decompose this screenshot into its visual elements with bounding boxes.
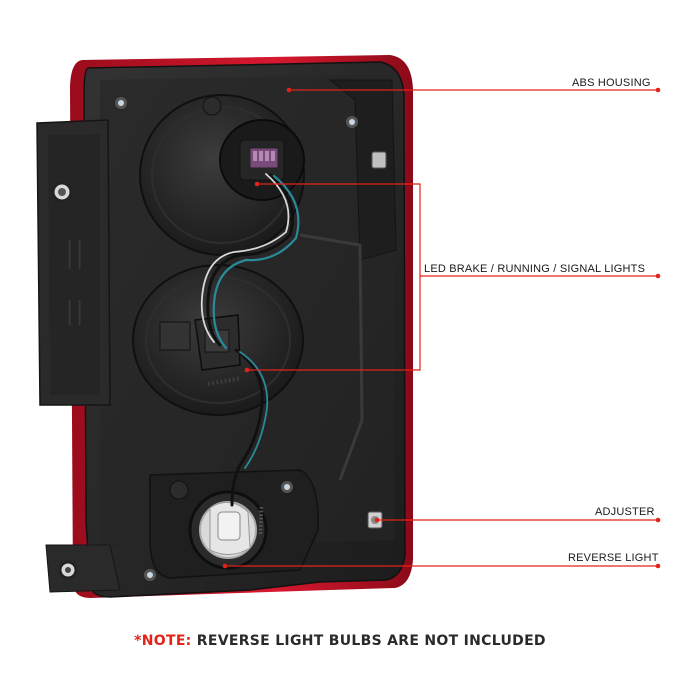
note-text: REVERSE LIGHT BULBS ARE NOT INCLUDED xyxy=(196,633,546,649)
screw-icon xyxy=(346,116,358,128)
wiring-harness xyxy=(200,173,300,507)
svg-text:▬▬▬▬▬▬▬: ▬▬▬▬▬▬▬ xyxy=(76,300,83,326)
screw-icon xyxy=(281,481,293,493)
screw-icon xyxy=(115,97,127,109)
callout-abs-housing: ABS HOUSING xyxy=(572,77,651,89)
reverse-bulb-note: *NOTE: REVERSE LIGHT BULBS ARE NOT INCLU… xyxy=(0,633,680,649)
reverse-light-housing: ▮▮▮▮▮▮▮▮ xyxy=(149,469,319,579)
mounting-screws xyxy=(115,96,358,581)
note-prefix: *NOTE: xyxy=(134,633,192,649)
callout-lines xyxy=(222,87,661,569)
screw-icon xyxy=(144,569,156,581)
svg-text:▬▬▬▬▬▬▬▬: ▬▬▬▬▬▬▬▬ xyxy=(76,240,83,269)
callout-adjuster: ADJUSTER xyxy=(595,506,655,518)
svg-text:▮▮▮▮▮▮▮▮: ▮▮▮▮▮▮▮▮ xyxy=(257,506,265,535)
svg-text:▬▬▬▬▬▬▬: ▬▬▬▬▬▬▬ xyxy=(66,300,73,326)
left-mounting-flange: ▬▬▬▬▬▬▬▬ ▬▬▬▬▬▬▬▬ ▬▬▬▬▬▬▬ ▬▬▬▬▬▬▬ xyxy=(36,119,111,406)
callout-reverse-light: REVERSE LIGHT xyxy=(568,552,659,564)
svg-text:▬▬▬▬▬▬▬▬: ▬▬▬▬▬▬▬▬ xyxy=(66,240,73,269)
callout-led-lights: LED BRAKE / RUNNING / SIGNAL LIGHTS xyxy=(424,263,646,275)
round-boss-icon xyxy=(169,96,222,500)
upper-socket-connector xyxy=(219,119,305,201)
bottom-mounting-tab xyxy=(45,544,121,593)
